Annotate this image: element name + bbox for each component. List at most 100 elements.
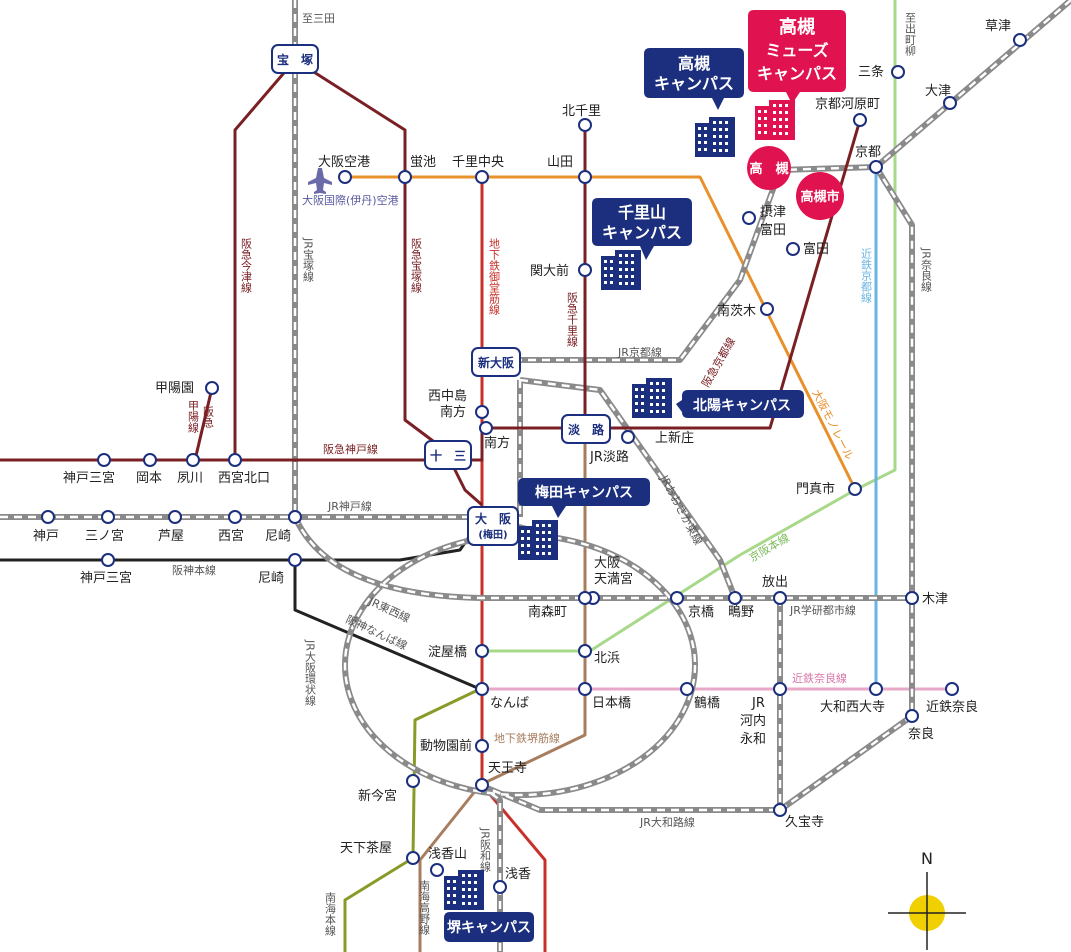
station-tengachaya[interactable]: [406, 851, 420, 865]
badge-takatsuki[interactable]: 高 槻: [747, 146, 791, 190]
hub-shinosaka[interactable]: 新大阪: [471, 347, 521, 377]
station-okamoto[interactable]: [143, 453, 157, 467]
station-koyoen[interactable]: [205, 381, 219, 395]
svg-text:十 三: 十 三: [430, 448, 466, 463]
station-kintetsu-nara[interactable]: [945, 682, 959, 696]
campus-takatsuki[interactable]: 高槻 キャンパス: [644, 48, 744, 110]
station-settsu-tonda[interactable]: [742, 211, 756, 225]
station-kizu[interactable]: [905, 591, 919, 605]
label-kyobashi: 京橋: [688, 605, 714, 620]
campus-hokuyo[interactable]: 北陽キャンパス: [676, 390, 804, 418]
station-nara[interactable]: [905, 709, 919, 723]
label-tenmangu: 天満宮: [594, 571, 633, 587]
campus-muse-line3: キャンパス: [757, 64, 837, 83]
station-shin-imamiya[interactable]: [406, 774, 420, 788]
label-kyuhoji: 久宝寺: [785, 815, 824, 830]
label-hankyu-takarazuka: 阪急宝塚線: [410, 237, 423, 293]
station-kitahama[interactable]: [578, 644, 592, 658]
building-senriyama-icon: [601, 250, 641, 290]
hub-takarazuka[interactable]: 宝 塚: [271, 44, 319, 74]
station-kawaramachi[interactable]: [853, 113, 867, 127]
keihan-line: [481, 0, 897, 653]
station-minamikata[interactable]: [479, 421, 493, 435]
station-shigino[interactable]: [728, 591, 742, 605]
station-amagasaki[interactable]: [288, 510, 302, 524]
label-sakaisuji: 地下鉄堺筋線: [494, 731, 560, 745]
campus-muse[interactable]: 高槻 ミューズ キャンパス: [748, 10, 846, 104]
label-eiwa: 永和: [740, 732, 766, 747]
label-yodoyabashi: 淀屋橋: [428, 645, 467, 660]
label-kintetsu-kyoto: 近鉄京都線: [860, 248, 873, 303]
building-umeda-icon: [518, 520, 558, 560]
label-koyo2: 阪急: [202, 405, 215, 428]
label-jr-awaji: JR淡路: [589, 449, 629, 465]
station-jr-awaji[interactable]: [621, 430, 635, 444]
label-kawachi: 河内: [740, 713, 766, 729]
station-nishinomiya-kitaguchi[interactable]: [228, 453, 242, 467]
label-jr-takarazuka: JR宝塚線: [302, 237, 315, 282]
svg-text:新大阪: 新大阪: [478, 355, 515, 370]
station-yamato-saidaiji[interactable]: [869, 682, 883, 696]
label-dobutsuenmae: 動物園前: [420, 738, 472, 754]
label-nipponbashi: 日本橋: [592, 696, 631, 711]
label-hotarugaike: 蛍池: [410, 155, 436, 170]
label-jr-kyoto: JR京都線: [617, 345, 662, 359]
station-osaka-kuko[interactable]: [338, 170, 352, 184]
station-kobe[interactable]: [41, 510, 55, 524]
station-kobe-sannomiya[interactable]: [97, 453, 111, 467]
monorail-line: [343, 175, 857, 491]
station-kyuhoji[interactable]: [773, 803, 787, 817]
station-minami-morimachi[interactable]: [578, 591, 592, 605]
station-kyobashi[interactable]: [670, 591, 684, 605]
station-hotarugaike[interactable]: [398, 170, 412, 184]
station-kandaimae[interactable]: [578, 263, 592, 277]
station-nishinomiya[interactable]: [228, 510, 242, 524]
campus-senriyama[interactable]: 千里山 キャンパス: [592, 198, 692, 260]
station-otsu[interactable]: [943, 96, 957, 110]
station-kusatsu[interactable]: [1013, 33, 1027, 47]
campus-sakai[interactable]: 堺キャンパス: [444, 912, 534, 942]
svg-text:高 槻: 高 槻: [749, 161, 788, 177]
label-sannomiya: 三ノ宮: [85, 528, 124, 544]
campus-umeda[interactable]: 梅田キャンパス: [518, 478, 650, 518]
station-dobutsuenmae[interactable]: [475, 739, 489, 753]
station-jr-kawachi[interactable]: [773, 682, 787, 696]
station-nipponbashi[interactable]: [578, 682, 592, 696]
station-tonda[interactable]: [786, 242, 800, 256]
label-otsu: 大津: [925, 84, 951, 99]
station-yodoyabashi[interactable]: [475, 644, 489, 658]
station-ashiya[interactable]: [168, 510, 182, 524]
hub-juso[interactable]: 十 三: [424, 440, 472, 470]
station-senri-chuo[interactable]: [475, 170, 489, 184]
label-kita-senri: 北千里: [562, 104, 601, 119]
station-kita-senri[interactable]: [578, 118, 592, 132]
svg-text:堺キャンパス: 堺キャンパス: [447, 919, 531, 936]
hub-osaka-umeda[interactable]: 大 阪 (梅田): [467, 506, 519, 546]
label-osaka-kuko: 大阪空港: [318, 155, 370, 170]
station-sannomiya[interactable]: [101, 510, 115, 524]
label-yamato-saidaiji: 大和西大寺: [820, 700, 885, 715]
station-tsuruhashi[interactable]: [680, 682, 694, 696]
station-yamada[interactable]: [578, 170, 592, 184]
station-kyoto[interactable]: [869, 160, 883, 174]
station-namba[interactable]: [475, 682, 489, 696]
station-asakayama[interactable]: [430, 863, 444, 877]
station-hanaten[interactable]: [773, 591, 787, 605]
station-asaka[interactable]: [493, 880, 507, 894]
station-kobe-sannomiya2[interactable]: [101, 553, 115, 567]
station-minami-ibaraki[interactable]: [760, 302, 774, 316]
station-tennoji[interactable]: [475, 778, 489, 792]
label-tsuruhashi: 鶴橋: [694, 695, 720, 711]
station-sanjo[interactable]: [891, 65, 905, 79]
campus-senriyama-line2: キャンパス: [602, 223, 682, 242]
station-nishinakajima[interactable]: [475, 405, 489, 419]
label-hanshin-main: 阪神本線: [172, 563, 216, 577]
station-shukugawa[interactable]: [186, 453, 200, 467]
label-tengachaya: 天下茶屋: [340, 840, 392, 856]
badge-takatsukishi[interactable]: 高槻市: [796, 172, 844, 220]
station-amagasaki2[interactable]: [288, 553, 302, 567]
hub-awaji[interactable]: 淡 路: [561, 414, 611, 444]
station-kadoma[interactable]: [848, 482, 862, 496]
hanshin-namba-line: [293, 558, 482, 691]
